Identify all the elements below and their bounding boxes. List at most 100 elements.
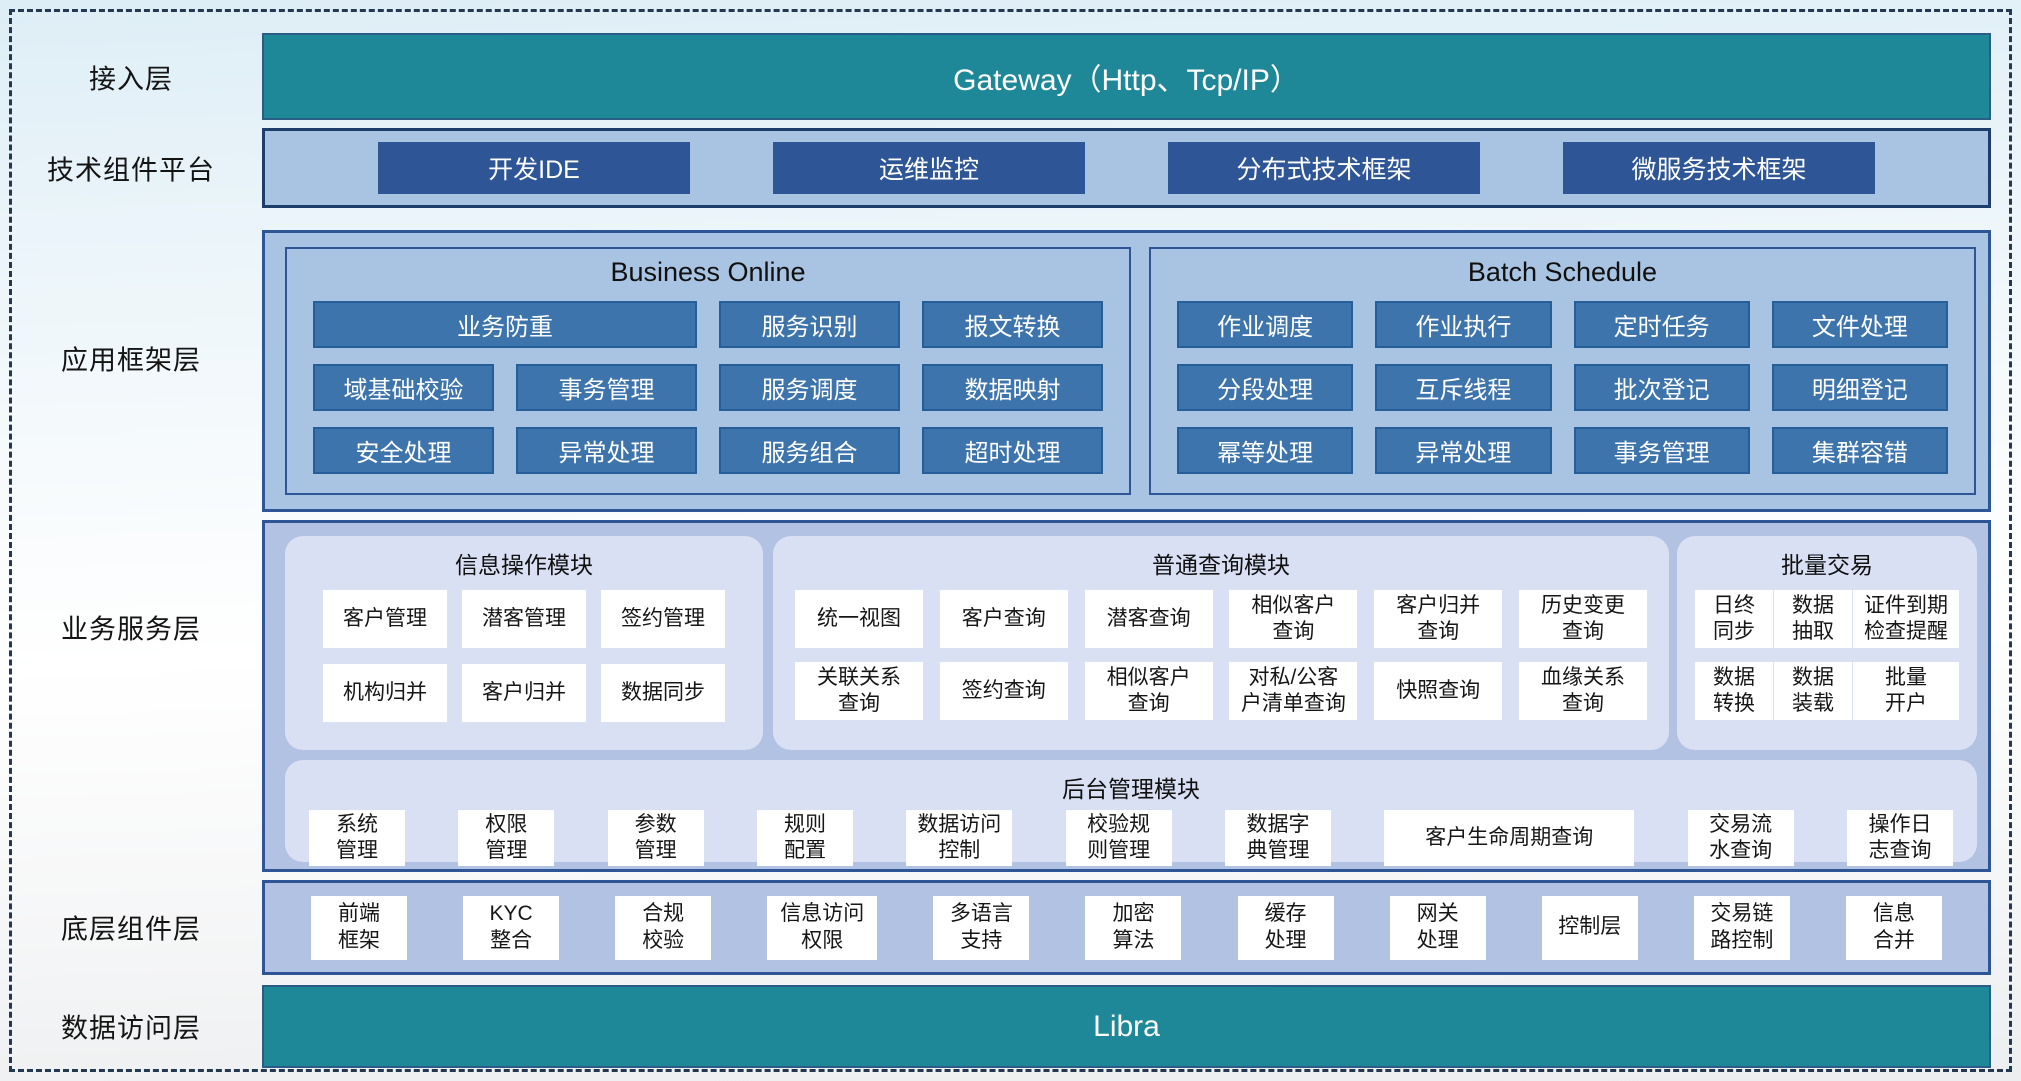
- normal-query-title: 普通查询模块: [1152, 552, 1290, 578]
- service-item: 关联关系 查询: [795, 662, 923, 720]
- admin-module: 后台管理模块 系统 管理 权限 管理 参数 管理 规则 配置 数据访问 控制 校…: [285, 760, 1977, 866]
- batch-trade-title: 批量交易: [1781, 552, 1873, 578]
- component-item: 网关 处理: [1389, 895, 1486, 960]
- service-item: 交易流 水查询: [1687, 810, 1794, 866]
- component-item: 信息访问 权限: [767, 895, 878, 960]
- gateway-band: Gateway（Http、Tcp/IP）: [262, 33, 1991, 120]
- fw-item: 幂等处理: [1177, 427, 1354, 474]
- service-item: 校验规 则管理: [1065, 810, 1172, 866]
- info-operation-title: 信息操作模块: [455, 552, 593, 578]
- service-item: 统一视图: [795, 590, 923, 648]
- fw-item: 作业执行: [1375, 301, 1552, 348]
- fw-item: 互斥线程: [1375, 364, 1552, 411]
- app-framework-band: Business Online 业务防重 服务识别 报文转换 域基础校验 事务管…: [262, 230, 1991, 512]
- service-item: 相似客户 查询: [1084, 662, 1213, 720]
- service-item: 数据 转换: [1695, 662, 1773, 720]
- service-item: 历史变更 查询: [1518, 590, 1647, 648]
- info-operation-module: 信息操作模块 客户管理 潜客管理 签约管理 机构归并 客户归并 数据同步: [285, 536, 763, 750]
- service-item: 数据访问 控制: [906, 810, 1013, 866]
- batch-trade-grid: 日终 同步 数据 抽取 证件到期 检查提醒 数据 转换 数据 装载 批量 开户: [1677, 580, 1977, 720]
- fw-item: 服务调度: [719, 364, 900, 411]
- gateway-title: Gateway（Http、Tcp/IP）: [953, 63, 1300, 97]
- tech-platform-band: 开发IDE 运维监控 分布式技术框架 微服务技术框架: [262, 128, 1991, 208]
- service-item: 日终 同步: [1695, 590, 1773, 648]
- layer-label-framework: 应用框架层: [61, 345, 201, 376]
- base-components-band: 前端 框架 KYC 整合 合规 校验 信息访问 权限 多语言 支持 加密 算法 …: [262, 880, 1991, 975]
- layer-label-tech: 技术组件平台: [47, 155, 215, 186]
- fw-item: 报文转换: [922, 301, 1103, 348]
- batch-schedule-panel: Batch Schedule 作业调度 作业执行 定时任务 文件处理 分段处理 …: [1149, 247, 1976, 495]
- fw-item: 批次登记: [1573, 364, 1750, 411]
- service-item: 机构归并: [323, 664, 447, 722]
- fw-item: 文件处理: [1771, 301, 1948, 348]
- service-item: 批量 开户: [1853, 662, 1959, 720]
- tech-item-microservice-fw: 微服务技术框架: [1563, 142, 1875, 194]
- component-item: KYC 整合: [463, 895, 560, 960]
- fw-item: 服务组合: [719, 427, 900, 474]
- fw-item: 定时任务: [1573, 301, 1750, 348]
- fw-item: 明细登记: [1771, 364, 1948, 411]
- info-operation-grid: 客户管理 潜客管理 签约管理 机构归并 客户归并 数据同步: [285, 580, 763, 722]
- fw-item: 异常处理: [1375, 427, 1552, 474]
- service-item: 客户归并 查询: [1374, 590, 1503, 648]
- service-item: 客户归并: [462, 664, 586, 722]
- tech-item-dev-ide: 开发IDE: [378, 142, 690, 194]
- business-services-band: 信息操作模块 客户管理 潜客管理 签约管理 机构归并 客户归并 数据同步 普通查…: [262, 520, 1991, 872]
- fw-item: 业务防重: [313, 301, 697, 348]
- normal-query-module: 普通查询模块 统一视图 客户查询 潜客查询 相似客户 查询 客户归并 查询 历史…: [773, 536, 1669, 750]
- service-item: 数据同步: [601, 664, 725, 722]
- fw-item: 安全处理: [313, 427, 494, 474]
- service-item: 数据字 典管理: [1224, 810, 1331, 866]
- service-item: 潜客管理: [462, 590, 586, 648]
- fw-item: 集群容错: [1771, 427, 1948, 474]
- service-item: 客户管理: [323, 590, 447, 648]
- fw-item: 数据映射: [922, 364, 1103, 411]
- fw-item: 服务识别: [719, 301, 900, 348]
- service-item: 证件到期 检查提醒: [1853, 590, 1959, 648]
- component-item: 加密 算法: [1085, 895, 1182, 960]
- fw-item: 超时处理: [922, 427, 1103, 474]
- business-online-title: Business Online: [610, 257, 806, 287]
- service-item: 快照查询: [1374, 662, 1503, 720]
- service-item: 规则 配置: [756, 810, 853, 866]
- service-item: 客户查询: [939, 590, 1068, 648]
- service-item: 签约管理: [601, 590, 725, 648]
- service-item: 操作日 志查询: [1846, 810, 1953, 866]
- service-item: 签约查询: [939, 662, 1068, 720]
- layer-label-components: 底层组件层: [61, 914, 201, 945]
- service-item: 权限 管理: [458, 810, 555, 866]
- libra-title: Libra: [1093, 1009, 1160, 1043]
- layer-label-data-access: 数据访问层: [61, 1013, 201, 1044]
- service-item: 参数 管理: [607, 810, 704, 866]
- service-item: 数据 装载: [1774, 662, 1852, 720]
- component-item: 多语言 支持: [933, 895, 1030, 960]
- admin-module-row: 系统 管理 权限 管理 参数 管理 规则 配置 数据访问 控制 校验规 则管理 …: [285, 804, 1977, 866]
- business-online-grid: 业务防重 服务识别 报文转换 域基础校验 事务管理 服务调度 数据映射 安全处理…: [313, 301, 1103, 474]
- business-online-panel: Business Online 业务防重 服务识别 报文转换 域基础校验 事务管…: [285, 247, 1131, 495]
- fw-item: 事务管理: [1573, 427, 1750, 474]
- batch-schedule-grid: 作业调度 作业执行 定时任务 文件处理 分段处理 互斥线程 批次登记 明细登记 …: [1177, 301, 1948, 474]
- layer-label-services: 业务服务层: [61, 614, 201, 645]
- admin-module-title: 后台管理模块: [1062, 776, 1200, 802]
- fw-item: 域基础校验: [313, 364, 494, 411]
- batch-trade-module: 批量交易 日终 同步 数据 抽取 证件到期 检查提醒 数据 转换 数据 装载 批…: [1677, 536, 1977, 750]
- tech-item-ops-monitor: 运维监控: [773, 142, 1085, 194]
- component-item: 前端 框架: [311, 895, 407, 960]
- component-item: 交易链 路控制: [1693, 895, 1790, 960]
- fw-item: 异常处理: [516, 427, 697, 474]
- component-item: 控制层: [1541, 895, 1638, 960]
- layer-label-access: 接入层: [89, 64, 173, 95]
- component-item: 信息 合并: [1845, 895, 1942, 960]
- tech-item-distributed-fw: 分布式技术框架: [1168, 142, 1480, 194]
- fw-item: 分段处理: [1177, 364, 1354, 411]
- service-item: 血缘关系 查询: [1518, 662, 1647, 720]
- fw-item: 作业调度: [1177, 301, 1354, 348]
- service-item: 相似客户 查询: [1229, 590, 1358, 648]
- service-item: 对私/公客 户清单查询: [1229, 662, 1358, 720]
- normal-query-grid: 统一视图 客户查询 潜客查询 相似客户 查询 客户归并 查询 历史变更 查询 关…: [773, 580, 1669, 720]
- component-item: 缓存 处理: [1237, 895, 1334, 960]
- service-item: 潜客查询: [1084, 590, 1213, 648]
- service-item: 数据 抽取: [1774, 590, 1852, 648]
- fw-item: 事务管理: [516, 364, 697, 411]
